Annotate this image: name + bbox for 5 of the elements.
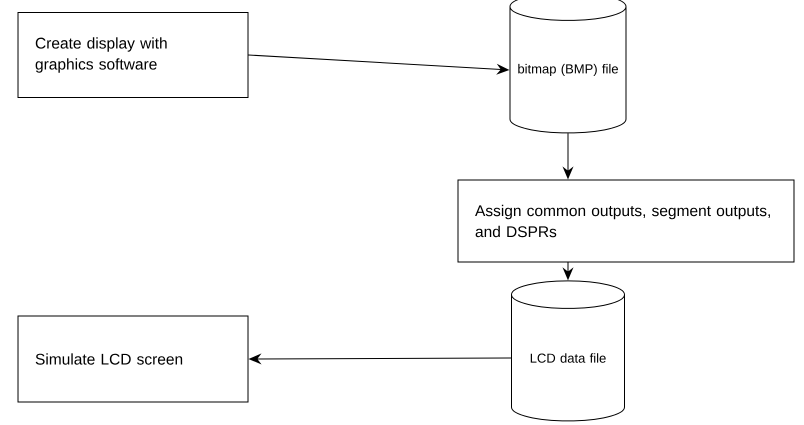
process-box: Assign common outputs, segment outputs, and DSPRs [458, 180, 794, 262]
process-box: Simulate LCD screen [18, 316, 248, 402]
storage-cylinder: LCD data file [511, 280, 625, 422]
storage-cylinder: bitmap (BMP) file [510, 0, 626, 134]
process-box: Create display with graphics software [18, 12, 248, 98]
